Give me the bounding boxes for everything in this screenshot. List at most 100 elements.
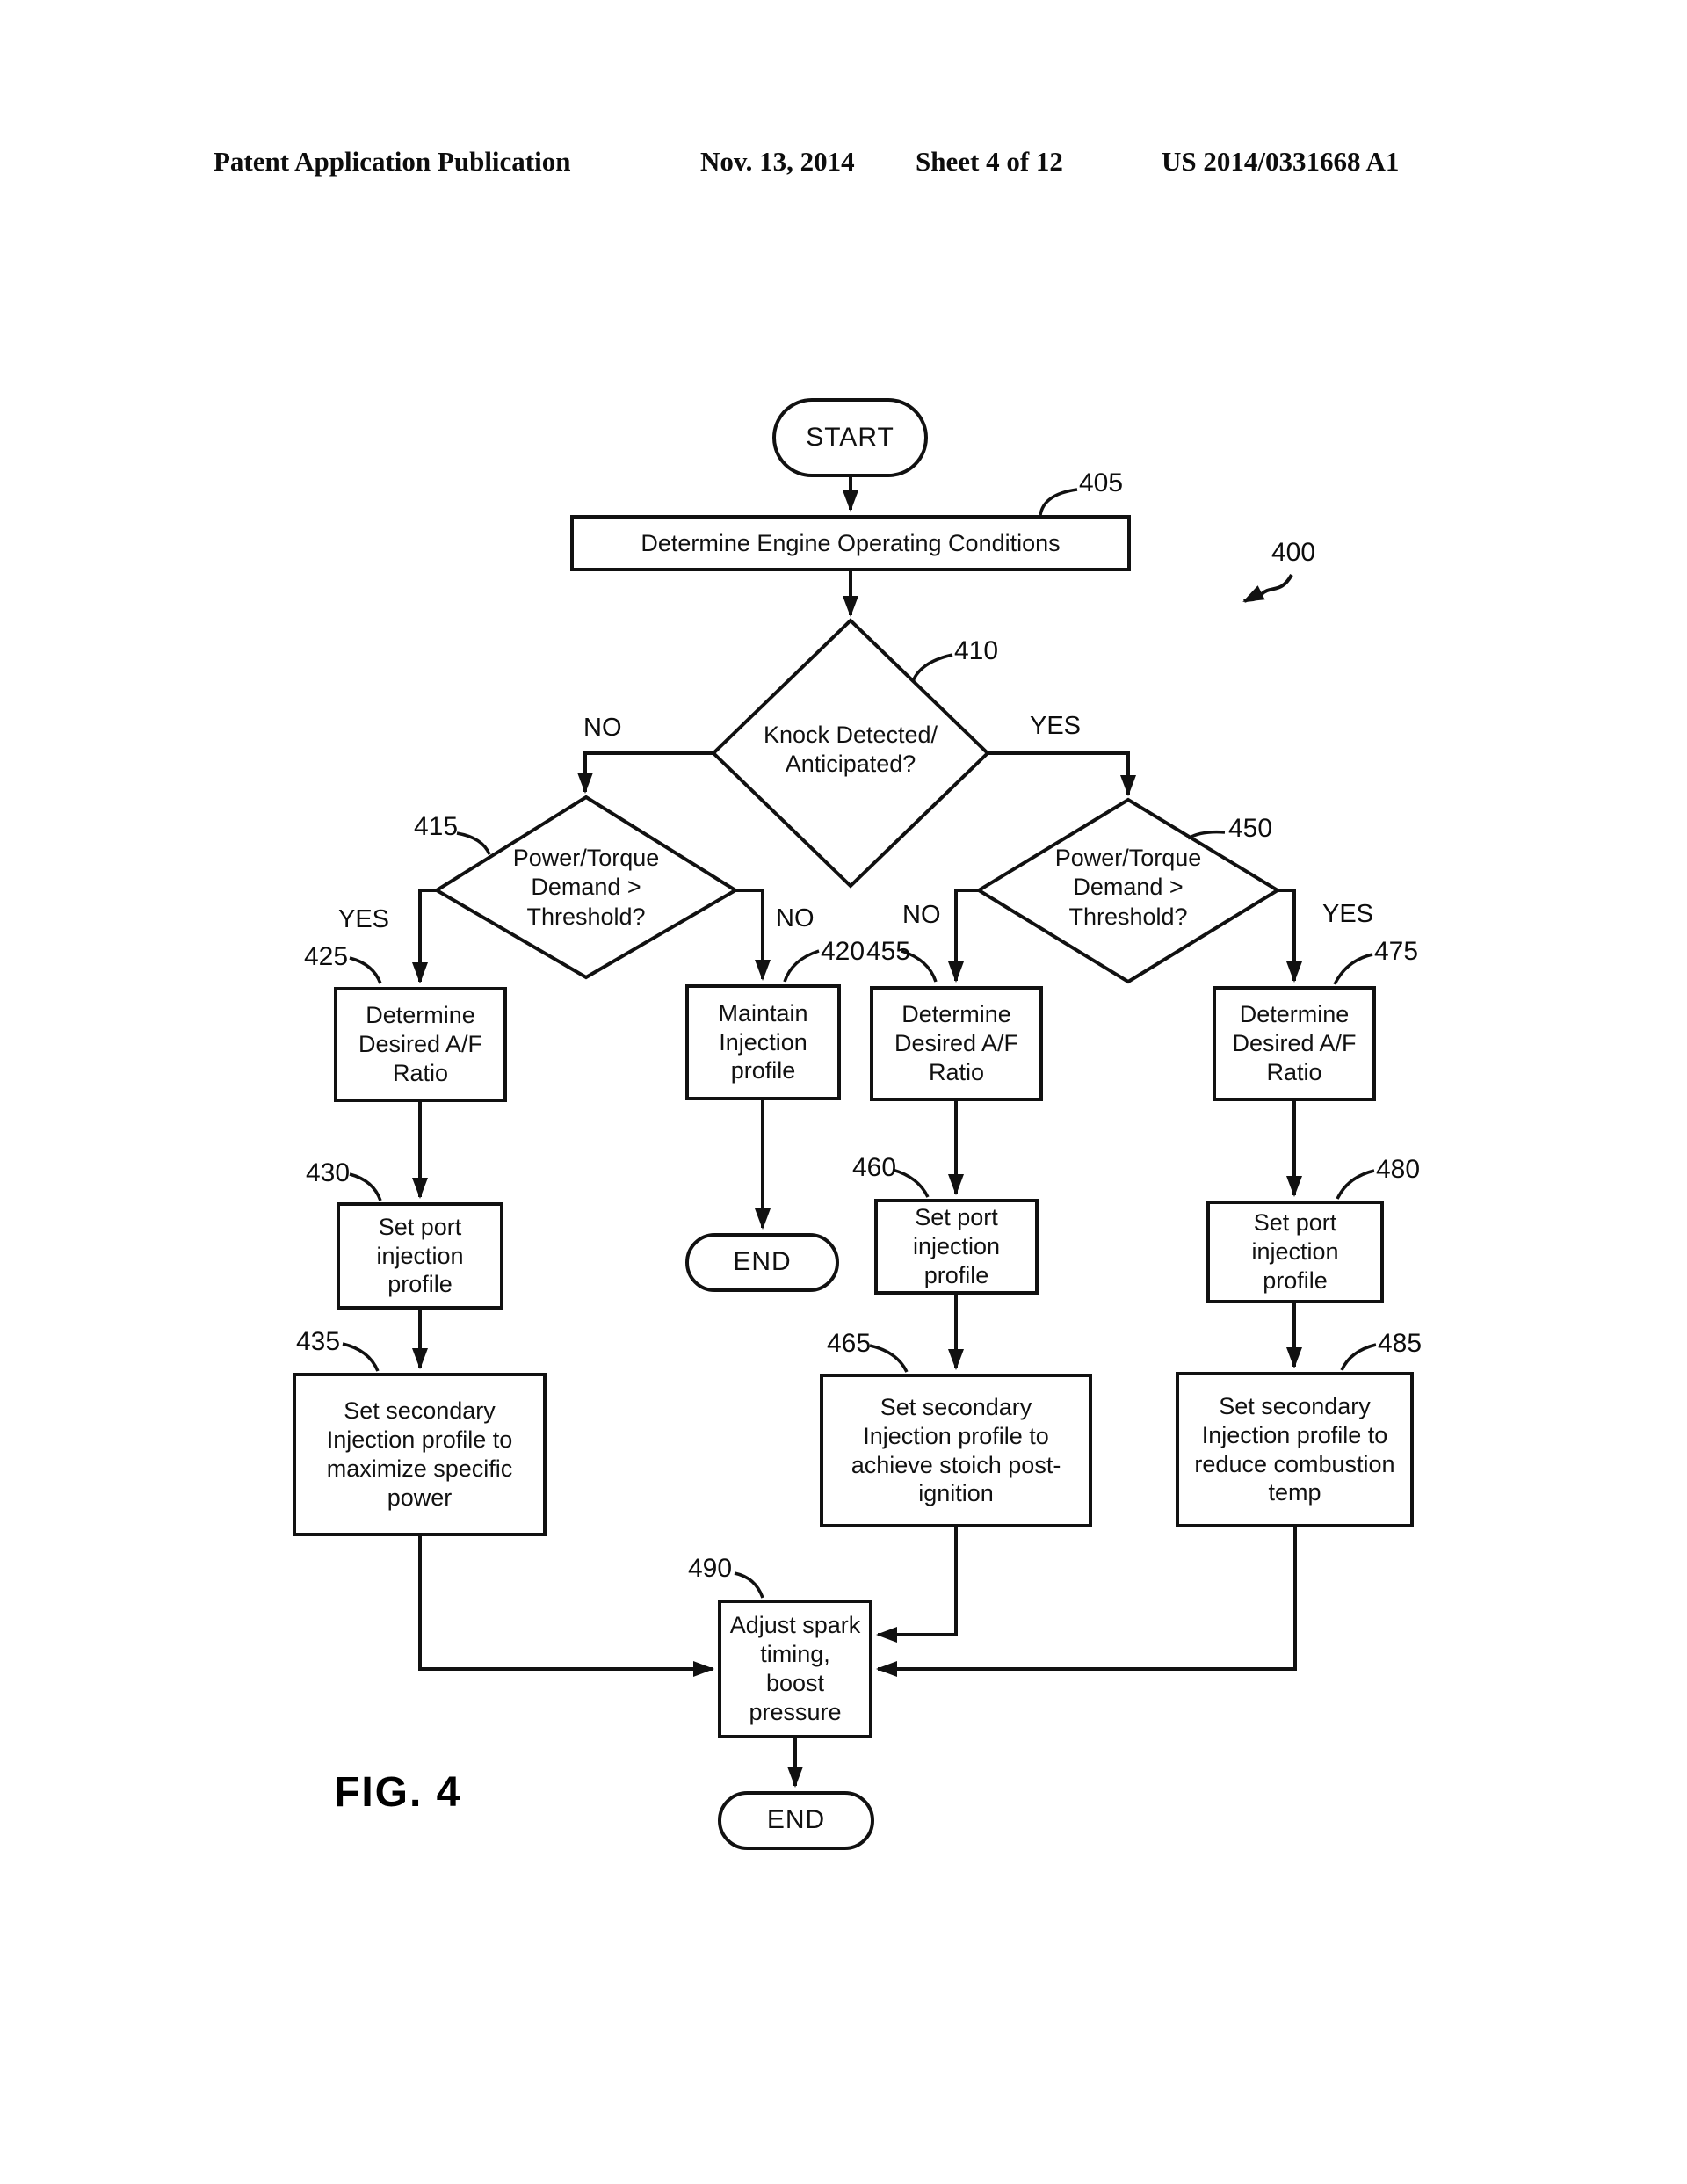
edge-415-yes: [412, 889, 437, 983]
edge-410-yes: [988, 751, 1136, 796]
leader-455: [901, 949, 938, 983]
a1-line-2: Desired A/F: [358, 1031, 483, 1058]
ref-405: 405: [1079, 468, 1124, 497]
start-terminal: START: [772, 398, 928, 477]
d3-line-4: temp: [1268, 1479, 1321, 1506]
c3-line-3: achieve stoich post-: [851, 1451, 1061, 1478]
diamond-right-demand-text: Power/Torque Demand > Threshold?: [1040, 844, 1216, 932]
leader-485: [1340, 1343, 1377, 1371]
ref-435: 435: [296, 1327, 341, 1356]
a3-line-2: Injection profile to: [326, 1426, 513, 1454]
leader-430: [349, 1172, 382, 1201]
c1-line-2: Desired A/F: [894, 1030, 1019, 1057]
d1-line-3: Ratio: [1266, 1058, 1322, 1085]
ref-460: 460: [852, 1153, 897, 1182]
header-sheet: Sheet 4 of 12: [916, 146, 1063, 177]
b1-line-3: profile: [730, 1057, 796, 1085]
ref-455: 455: [866, 937, 911, 966]
a2-line-2: injection: [376, 1242, 464, 1269]
leader-480: [1336, 1169, 1375, 1200]
diamond-knock-detected: [711, 618, 990, 889]
leader-415: [456, 831, 491, 855]
leader-465: [869, 1344, 909, 1373]
ref-420: 420: [821, 937, 865, 966]
a3-line-4: power: [387, 1484, 453, 1511]
leader-450: [1187, 830, 1226, 840]
right-demand-line-1: Power/Torque: [1054, 845, 1202, 871]
b1-line-1: Maintain: [718, 999, 808, 1027]
edge-c3-adjust: [876, 1527, 958, 1643]
leader-410: [911, 653, 953, 682]
left-demand-line-3: Threshold?: [526, 903, 646, 930]
end-terminal-bottom: END: [718, 1791, 874, 1850]
a1-line-3: Ratio: [392, 1059, 449, 1086]
leader-460: [892, 1168, 930, 1198]
edge-d3-adjust: [876, 1527, 1297, 1677]
header-publication: Patent Application Publication: [214, 146, 571, 177]
branch-left-no: NO: [776, 904, 815, 932]
end-bottom-label: END: [766, 1805, 826, 1835]
knock-line-2: Anticipated?: [785, 751, 916, 778]
a1-line-1: Determine: [366, 1002, 475, 1029]
diamond-left-demand-text: Power/Torque Demand > Threshold?: [498, 844, 674, 932]
edge-410-no: [577, 751, 713, 794]
c3-line-2: Injection profile to: [863, 1422, 1049, 1449]
edge-450-yes: [1278, 889, 1302, 983]
a2-line-1: Set port: [378, 1213, 462, 1240]
ref-485: 485: [1378, 1329, 1423, 1358]
d3-line-1: Set secondary: [1219, 1392, 1371, 1419]
c3-line-1: Set secondary: [880, 1393, 1032, 1420]
a2-line-3: profile: [387, 1271, 453, 1298]
leader-425: [349, 956, 382, 984]
end-terminal-middle: END: [685, 1233, 839, 1292]
ref-415: 415: [414, 812, 459, 841]
a3-line-1: Set secondary: [344, 1397, 496, 1425]
box-maintain-injection: Maintain Injection profile: [685, 984, 841, 1100]
ref-400: 400: [1271, 538, 1316, 567]
box-determine-af-left: Determine Desired A/F Ratio: [334, 987, 507, 1102]
ref-410: 410: [954, 636, 999, 665]
box-secondary-reduce-temp: Set secondary Injection profile to reduc…: [1176, 1372, 1414, 1527]
diamond-right-demand: [975, 797, 1281, 984]
leader-420: [783, 949, 820, 983]
leader-405: [1039, 488, 1078, 516]
ref-425: 425: [304, 942, 349, 971]
box-determine-conditions-label: Determine Engine Operating Conditions: [641, 529, 1061, 556]
leader-475: [1333, 953, 1373, 985]
a3-line-3: maximize specific: [326, 1455, 513, 1482]
d2-line-1: Set port: [1253, 1209, 1337, 1237]
ref-465: 465: [827, 1329, 872, 1358]
c2-line-2: injection: [912, 1233, 1001, 1260]
box-determine-af-right: Determine Desired A/F Ratio: [1213, 986, 1376, 1101]
diamond-knock-text: Knock Detected/ Anticipated?: [745, 721, 956, 780]
c2-line-3: profile: [923, 1261, 989, 1288]
box-set-port-right: Set port injection profile: [1206, 1201, 1384, 1303]
c3-line-4: ignition: [918, 1480, 994, 1507]
edge-415-no: [735, 889, 771, 981]
b1-line-2: Injection: [719, 1028, 807, 1056]
adjust-line-2: timing,: [760, 1641, 830, 1668]
branch-knock-no: NO: [583, 714, 622, 742]
d3-line-2: Injection profile to: [1201, 1421, 1388, 1448]
right-demand-line-3: Threshold?: [1068, 903, 1188, 930]
knock-line-1: Knock Detected/: [763, 722, 938, 748]
branch-right-no: NO: [902, 901, 941, 929]
end-middle-label: END: [733, 1247, 792, 1277]
ref-430: 430: [306, 1158, 351, 1187]
leader-490: [734, 1571, 764, 1599]
diamond-left-demand: [433, 795, 739, 980]
adjust-line-3: boost: [765, 1670, 825, 1696]
branch-left-yes: YES: [338, 905, 390, 933]
leader-435: [342, 1342, 380, 1372]
d1-line-1: Determine: [1239, 1001, 1350, 1028]
box-secondary-stoich: Set secondary Injection profile to achie…: [820, 1374, 1092, 1527]
figure-ref-arrow: [1242, 573, 1293, 603]
header-date: Nov. 13, 2014: [700, 146, 855, 177]
edge-450-no: [948, 889, 979, 983]
d1-line-2: Desired A/F: [1232, 1030, 1357, 1057]
ref-475: 475: [1374, 937, 1419, 966]
right-demand-line-2: Demand >: [1073, 874, 1184, 901]
left-demand-line-1: Power/Torque: [512, 845, 660, 871]
